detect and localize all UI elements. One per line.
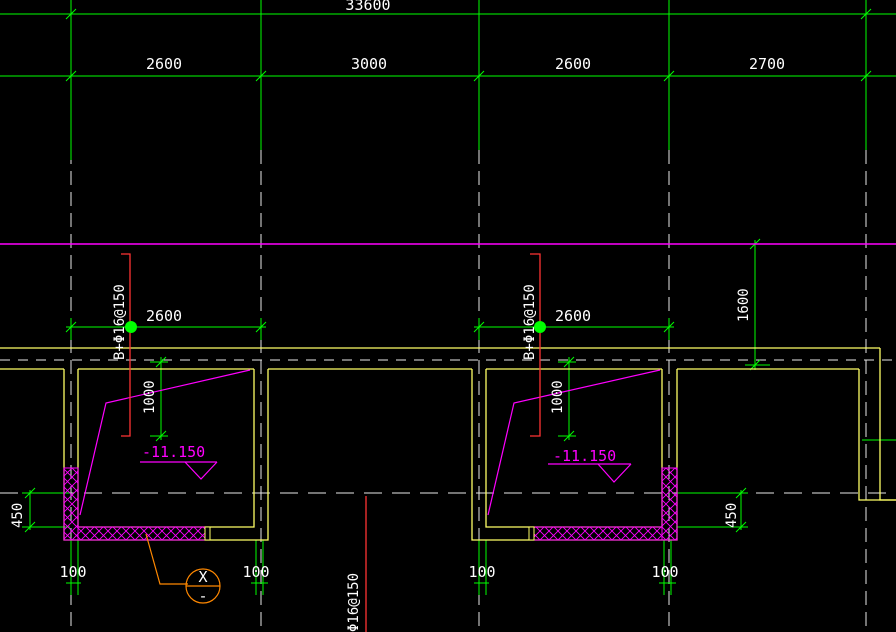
dimension-texts: 33600 2600 3000 2600 2700 2600 2600 B+Φ1…: [10, 0, 785, 632]
dim-span-2: 3000: [351, 55, 387, 73]
dim-span-4: 2700: [749, 55, 785, 73]
right-height-text: 1000: [550, 380, 566, 414]
left-offset-text: 450: [10, 503, 26, 528]
bottom-right-dim: 100: [468, 563, 495, 581]
pit-walls: [0, 347, 896, 541]
section-callout[interactable]: [145, 533, 221, 604]
right-offset-text: 450: [724, 503, 740, 528]
right-rebar-label: B+Φ16@150: [522, 284, 538, 360]
svg-text:-: -: [198, 587, 207, 605]
left-rebar-node[interactable]: [125, 321, 137, 333]
dim-span-1: 2600: [146, 55, 182, 73]
bottom-left-dim-2: 100: [242, 563, 269, 581]
bottom-right-dim-2: 100: [651, 563, 678, 581]
elevation-annotations: [79, 369, 661, 516]
hatched-regions: [63, 467, 678, 541]
bottom-rebar-label: Φ16@150: [346, 573, 362, 632]
left-elevation-text: -11.150: [142, 443, 205, 461]
dim-span-3: 2600: [555, 55, 591, 73]
elevation-texts: -11.150 -11.150: [142, 443, 616, 465]
dimension-lines: [0, 0, 896, 595]
rebar-markers: [121, 253, 541, 632]
dim-total-text: 33600: [345, 0, 390, 14]
right-edge-dim-text: 1600: [736, 288, 752, 322]
right-elevation-text: -11.150: [553, 447, 616, 465]
axis-grid-lines: [0, 150, 896, 632]
right-pit-span-text: 2600: [555, 307, 591, 325]
left-pit-span-text: 2600: [146, 307, 182, 325]
grid-bubble-label: X: [198, 568, 207, 586]
left-rebar-label: B+Φ16@150: [112, 284, 128, 360]
right-rebar-node[interactable]: [534, 321, 546, 333]
bottom-left-dim-1: 100: [59, 563, 86, 581]
left-height-text: 1000: [142, 380, 158, 414]
